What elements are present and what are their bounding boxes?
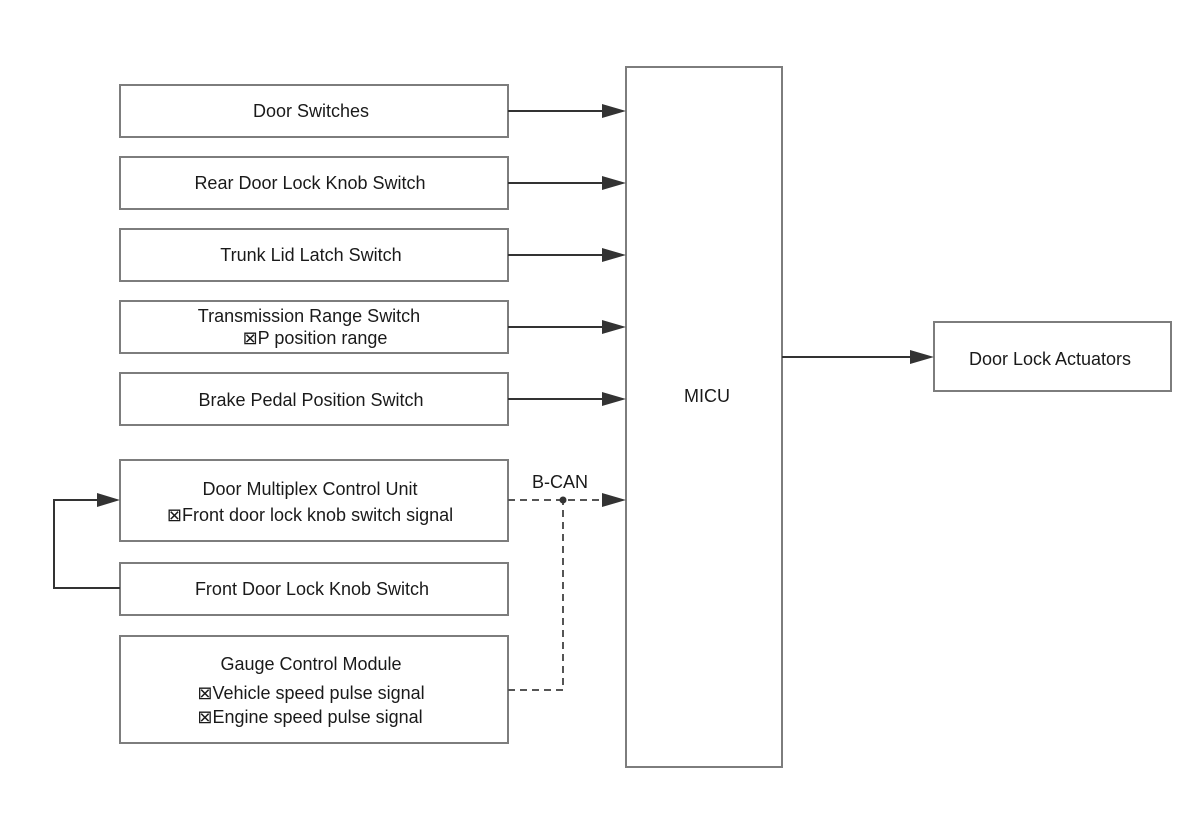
b-can-bus: B-CAN — [508, 472, 626, 691]
front-door-lock-knob-switch-label: Front Door Lock Knob Switch — [195, 579, 429, 599]
bullet-box-icon: ⊠ — [197, 683, 212, 703]
transmission-range-switch-detail: ⊠P position range — [243, 328, 388, 348]
transmission-range-switch-detail-text: P position range — [258, 328, 388, 348]
arrow-head-icon — [602, 493, 626, 507]
arrow-head-icon — [602, 320, 626, 334]
door-multiplex-control-unit-detail: ⊠Front door lock knob switch signal — [167, 505, 453, 525]
arrow-head-icon — [602, 392, 626, 406]
door-multiplex-control-unit-title: Door Multiplex Control Unit — [202, 479, 417, 499]
micu-label: MICU — [684, 386, 730, 406]
gauge-control-module-detail-2-text: Engine speed pulse signal — [212, 707, 422, 727]
bullet-box-icon: ⊠ — [167, 505, 182, 525]
micu-block: MICU — [625, 66, 783, 768]
b-can-label: B-CAN — [532, 472, 588, 492]
door-multiplex-control-unit-detail-text: Front door lock knob switch signal — [182, 505, 453, 525]
feedback-line — [53, 499, 120, 589]
front-door-knob-feedback-arrow — [53, 493, 120, 589]
gauge-control-module-title: Gauge Control Module — [220, 654, 401, 674]
brake-pedal-position-switch-label: Brake Pedal Position Switch — [198, 390, 423, 410]
input-arrows — [508, 104, 626, 406]
rear-door-lock-knob-switch-block: Rear Door Lock Knob Switch — [119, 156, 509, 210]
b-can-line-gauge — [508, 500, 564, 691]
door-switches-label: Door Switches — [253, 101, 369, 121]
arrow-head-icon — [602, 176, 626, 190]
bullet-box-icon: ⊠ — [243, 328, 258, 348]
arrow-head-icon — [602, 248, 626, 262]
arrow-head-icon — [97, 493, 120, 507]
door-lock-actuators-block: Door Lock Actuators — [933, 321, 1172, 392]
trunk-lid-latch-switch-label: Trunk Lid Latch Switch — [220, 245, 401, 265]
transmission-range-switch-title: Transmission Range Switch — [198, 306, 420, 326]
gauge-control-module-block: Gauge Control Module ⊠Vehicle speed puls… — [119, 635, 509, 744]
door-switches-block: Door Switches — [119, 84, 509, 138]
trunk-lid-latch-switch-block: Trunk Lid Latch Switch — [119, 228, 509, 282]
brake-pedal-position-switch-block: Brake Pedal Position Switch — [119, 372, 509, 426]
rear-door-lock-knob-switch-label: Rear Door Lock Knob Switch — [194, 173, 425, 193]
gauge-control-module-detail-1-text: Vehicle speed pulse signal — [212, 683, 424, 703]
arrow-head-icon — [910, 350, 934, 364]
gauge-control-module-detail-1: ⊠Vehicle speed pulse signal — [197, 683, 424, 703]
output-arrow — [782, 350, 934, 364]
front-door-lock-knob-switch-block: Front Door Lock Knob Switch — [119, 562, 509, 616]
b-can-junction-dot — [559, 496, 567, 504]
bullet-box-icon: ⊠ — [197, 707, 212, 727]
transmission-range-switch-block: Transmission Range Switch ⊠P position ra… — [119, 300, 509, 354]
door-multiplex-control-unit-block: Door Multiplex Control Unit ⊠Front door … — [119, 459, 509, 542]
door-lock-actuators-label: Door Lock Actuators — [969, 349, 1131, 369]
arrow-head-icon — [602, 104, 626, 118]
gauge-control-module-detail-2: ⊠Engine speed pulse signal — [197, 707, 422, 727]
